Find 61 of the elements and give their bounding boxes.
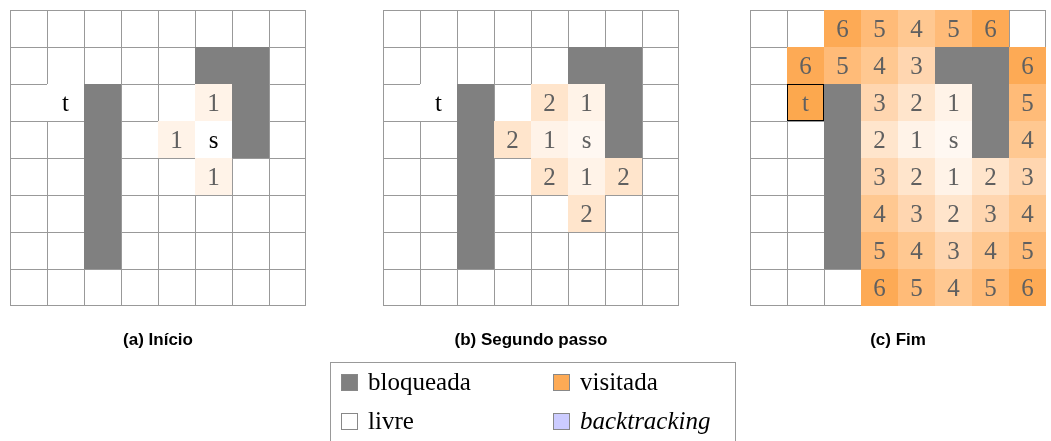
target-cell: t <box>47 84 84 121</box>
distance-cell: 5 <box>861 10 898 47</box>
distance-cell: 1 <box>195 84 232 121</box>
start-cell: s <box>568 121 605 158</box>
distance-cell: 3 <box>1009 158 1046 195</box>
target-cell: t <box>420 84 457 121</box>
distance-cell: 2 <box>494 121 531 158</box>
distance-cell: 6 <box>1009 47 1046 84</box>
legend-label: livre <box>368 407 414 435</box>
distance-cell: 4 <box>1009 121 1046 158</box>
distance-cell: 5 <box>935 10 972 47</box>
distance-cell: 2 <box>898 84 935 121</box>
distance-cell: 5 <box>1009 84 1046 121</box>
distance-cell: 2 <box>605 158 642 195</box>
distance-cell: 2 <box>531 84 568 121</box>
distance-cell: 5 <box>824 47 861 84</box>
target-cell: t <box>787 84 824 121</box>
distance-cell: 6 <box>861 269 898 306</box>
start-cell: s <box>195 121 232 158</box>
distance-cell: 3 <box>935 232 972 269</box>
grid-caption: (c) Fim <box>869 330 927 350</box>
distance-cell: 5 <box>861 232 898 269</box>
distance-cell: 4 <box>861 195 898 232</box>
distance-cell: 1 <box>531 121 568 158</box>
legend-label: backtracking <box>580 407 711 435</box>
distance-cell: 4 <box>972 232 1009 269</box>
start-cell: s <box>935 121 972 158</box>
legend-label: bloqueada <box>368 368 471 396</box>
distance-cell: 2 <box>898 158 935 195</box>
grid-caption: (b) Segundo passo <box>453 330 609 350</box>
distance-cell: 3 <box>898 195 935 232</box>
distance-cell: 5 <box>972 269 1009 306</box>
distance-cell: 2 <box>935 195 972 232</box>
distance-cell: 1 <box>568 158 605 195</box>
distance-cell: 1 <box>568 84 605 121</box>
legend-label: visitada <box>580 368 658 396</box>
distance-cell: 5 <box>898 269 935 306</box>
distance-cell: 4 <box>898 10 935 47</box>
distance-cell: 6 <box>972 10 1009 47</box>
distance-cell: 5 <box>1009 232 1046 269</box>
grid-caption: (a) Início <box>122 330 194 350</box>
distance-cell: 1 <box>158 121 195 158</box>
distance-cell: 1 <box>935 84 972 121</box>
distance-cell: 3 <box>861 158 898 195</box>
distance-cell: 4 <box>1009 195 1046 232</box>
distance-cell: 2 <box>861 121 898 158</box>
distance-cell: 4 <box>935 269 972 306</box>
distance-cell: 6 <box>787 47 824 84</box>
distance-cell: 4 <box>861 47 898 84</box>
distance-cell: 6 <box>824 10 861 47</box>
distance-cell: 3 <box>972 195 1009 232</box>
distance-cell: 3 <box>898 47 935 84</box>
distance-cell: 4 <box>898 232 935 269</box>
distance-cell: 6 <box>1009 269 1046 306</box>
distance-cell: 2 <box>568 195 605 232</box>
distance-cell: 1 <box>898 121 935 158</box>
distance-cell: 2 <box>531 158 568 195</box>
distance-cell: 3 <box>861 84 898 121</box>
distance-cell: 1 <box>195 158 232 195</box>
distance-cell: 1 <box>935 158 972 195</box>
distance-cell: 2 <box>972 158 1009 195</box>
